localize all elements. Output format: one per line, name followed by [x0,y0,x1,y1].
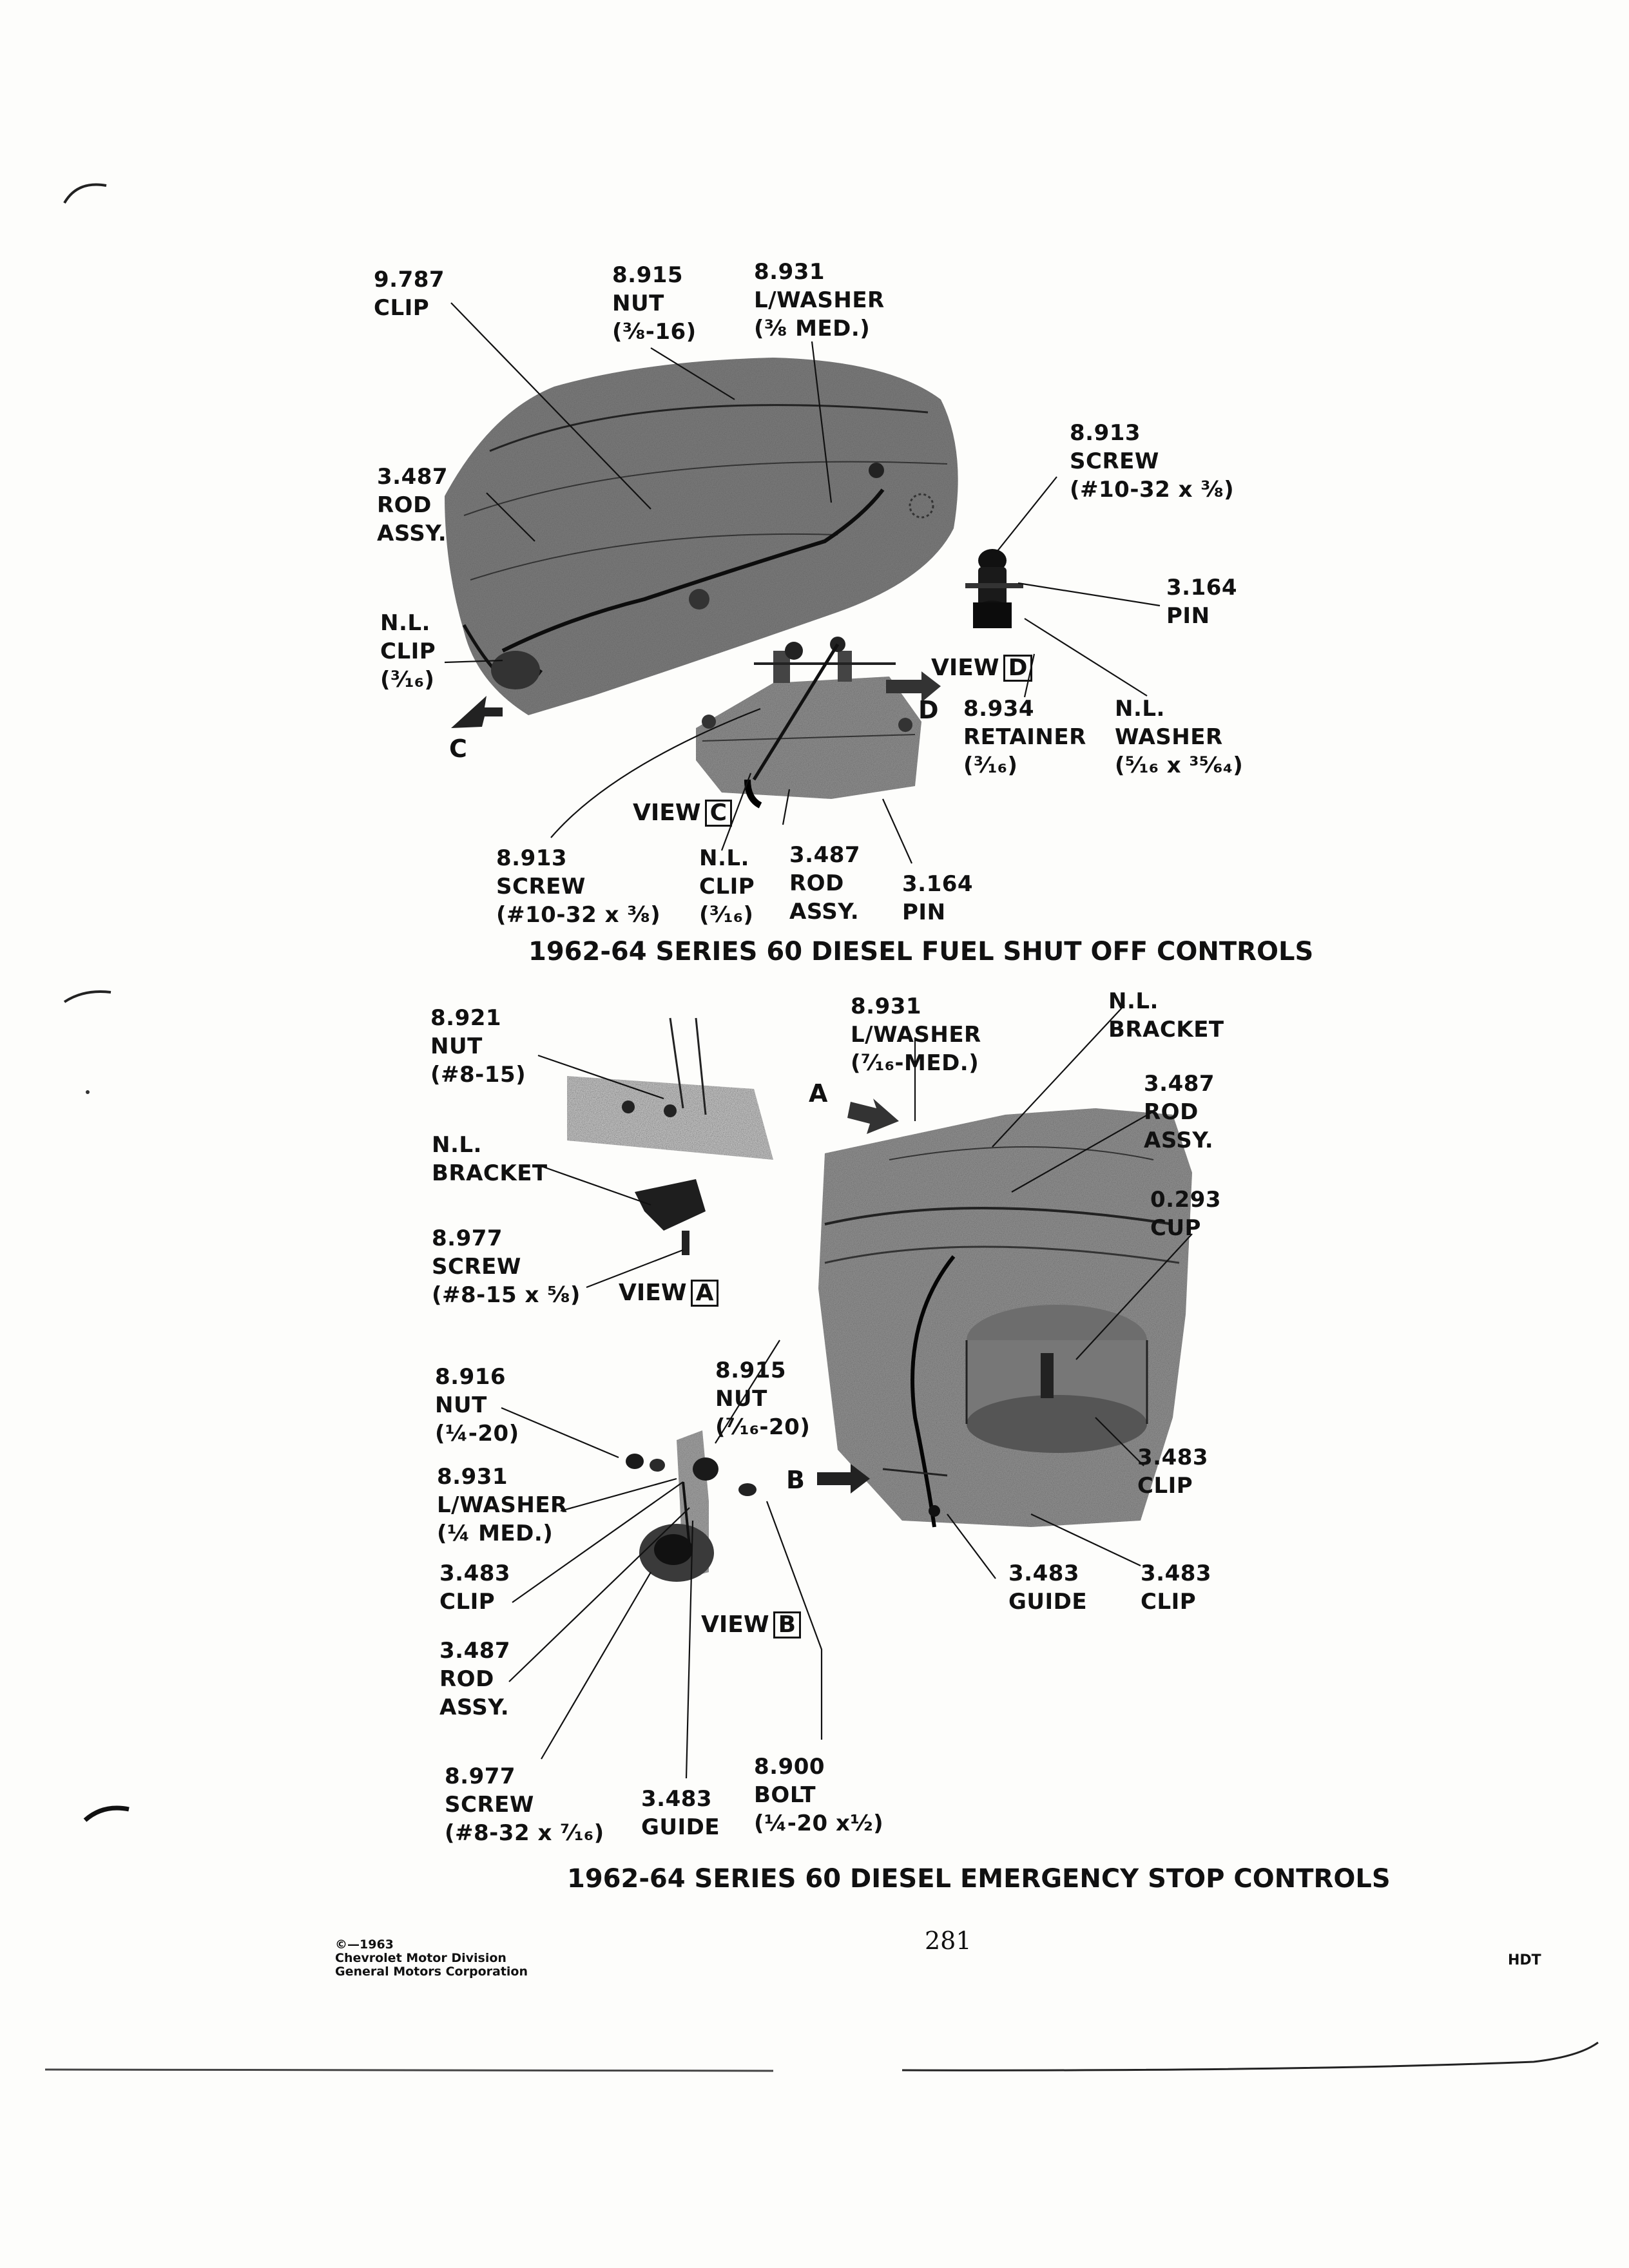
label-nl-bracket-view-a: N.L.BRACKET [432,1132,548,1186]
arrow-c [451,696,503,728]
label-nl-washer: N.L.WASHER(⁵⁄₁₆ x ³⁵⁄₆₄) [1115,696,1244,778]
fuel-shutoff-illustration [444,302,1161,864]
bottom-rule [44,2068,774,2072]
page-number: 281 [925,1927,972,1955]
fuel-shutoff-title: 1962-64 SERIES 60 DIESEL FUEL SHUT OFF C… [528,937,1314,966]
binder-mark-2 [63,990,111,1003]
arrow-a [847,1099,899,1134]
binder-mark-1 [63,183,107,204]
rod-assy-bottom [911,1255,956,1528]
emergency-stop-illustration [501,1004,1193,1779]
label-nl-clip: N.L.CLIP(³⁄₁₆) [380,610,436,693]
arrow-a-letter: A [809,1079,828,1108]
arrow-c-letter: C [449,735,467,763]
nl-bracket-a-shape [635,1179,706,1231]
arrow-b-letter: B [786,1466,805,1494]
section-code: HDT [1508,1952,1541,1968]
arrow-d [886,671,941,702]
arrow-d-letter: D [918,696,939,724]
arrow-b [817,1464,870,1494]
emergency-stop-title: 1962-64 SERIES 60 DIESEL EMERGENCY STOP … [567,1864,1391,1894]
view-d-detail [965,549,1023,628]
label-nl-bracket-top: N.L.BRACKET [1108,988,1224,1043]
rod-assy-top [501,488,885,653]
binder-mark-3 [83,1805,130,1822]
label-nl-clip-view-c: N.L.CLIP(³⁄₁₆) [699,845,755,928]
